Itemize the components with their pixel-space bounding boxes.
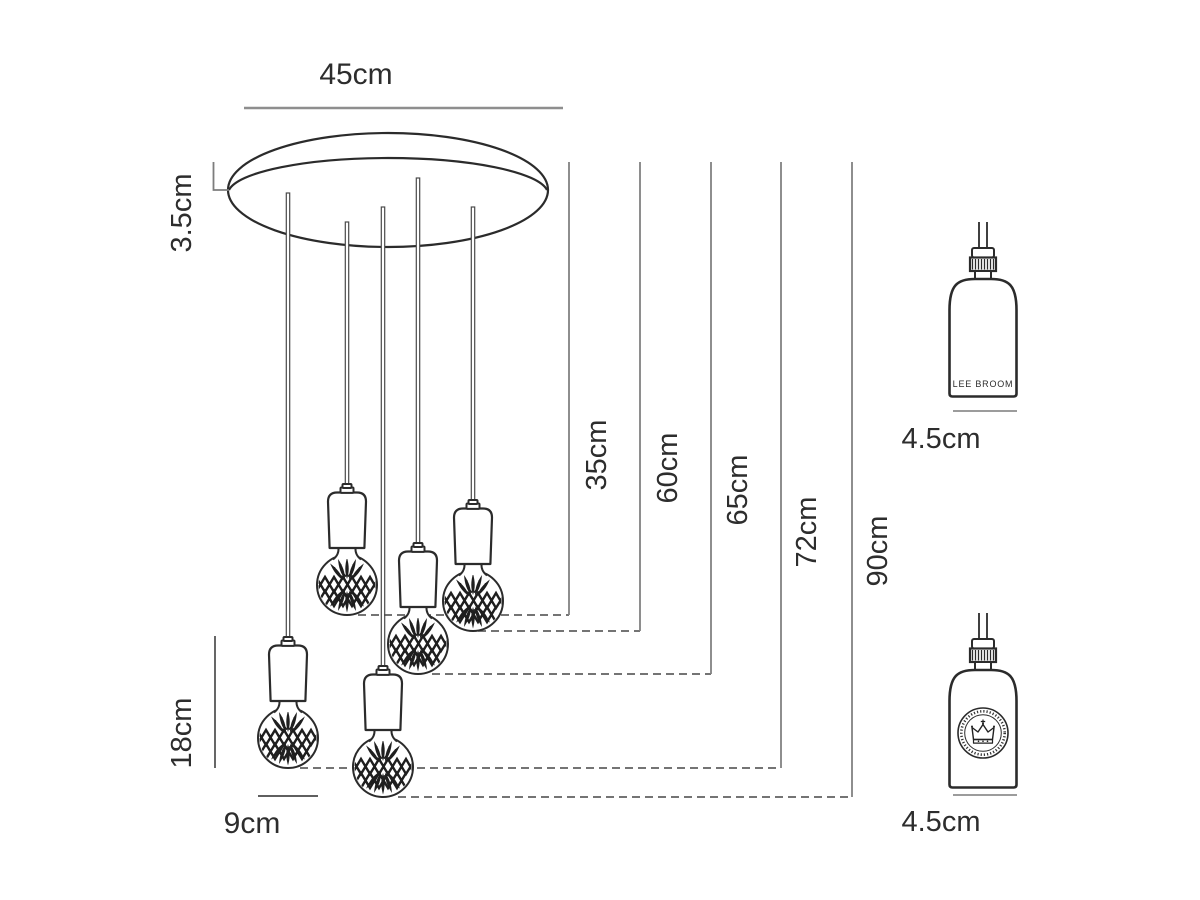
- pendant-cord: [285, 192, 291, 641]
- canopy-thickness-bracket: [212, 162, 229, 191]
- pendant-lamp-90cm: [352, 666, 414, 797]
- pendants: [257, 484, 504, 797]
- canopy-top-edge: [228, 156, 548, 191]
- pendant-lamp-60cm: [442, 500, 504, 631]
- pendant-height-label: 18cm: [166, 698, 198, 769]
- pendant-cord: [470, 206, 476, 504]
- fitting-hardware-icon: [948, 611, 1018, 789]
- fitting-detail-front: LEE BROOM: [948, 220, 1018, 398]
- pendant-lamp-65cm: [387, 543, 449, 674]
- ceiling-canopy: [226, 131, 550, 249]
- dimension-labels: 45cm 3.5cm 35cm 60cm 65cm 72cm 90cm 18cm…: [166, 58, 980, 840]
- canopy-outline: [226, 131, 550, 249]
- pendant-cord: [380, 206, 386, 670]
- drop-length-label-90cm: 90cm: [862, 516, 894, 587]
- pendant-lamp-35cm: [316, 484, 378, 615]
- pendant-lamp-72cm: [257, 637, 319, 768]
- drop-length-label-72cm: 72cm: [791, 497, 823, 568]
- dimension-lines: [212, 106, 1017, 797]
- drop-length-label-60cm: 60cm: [652, 433, 684, 504]
- fitting-hardware-icon: [948, 220, 1018, 398]
- fitting-detail-back: [948, 611, 1018, 789]
- brand-text: LEE BROOM: [953, 379, 1014, 389]
- fitting-width-label-top: 4.5cm: [902, 423, 981, 455]
- drop-length-label-35cm: 35cm: [581, 420, 613, 491]
- bulb-width-label: 9cm: [224, 807, 281, 840]
- fitting-width-label-bottom: 4.5cm: [902, 806, 981, 838]
- pendant-cord: [344, 221, 350, 488]
- pendant-cord: [415, 177, 421, 547]
- canopy-diameter-label: 45cm: [319, 58, 392, 91]
- canopy-thickness-label: 3.5cm: [166, 174, 198, 253]
- crown-seal-icon: [957, 707, 1009, 759]
- drop-length-label-65cm: 65cm: [722, 455, 754, 526]
- pendant-cords: [285, 177, 476, 670]
